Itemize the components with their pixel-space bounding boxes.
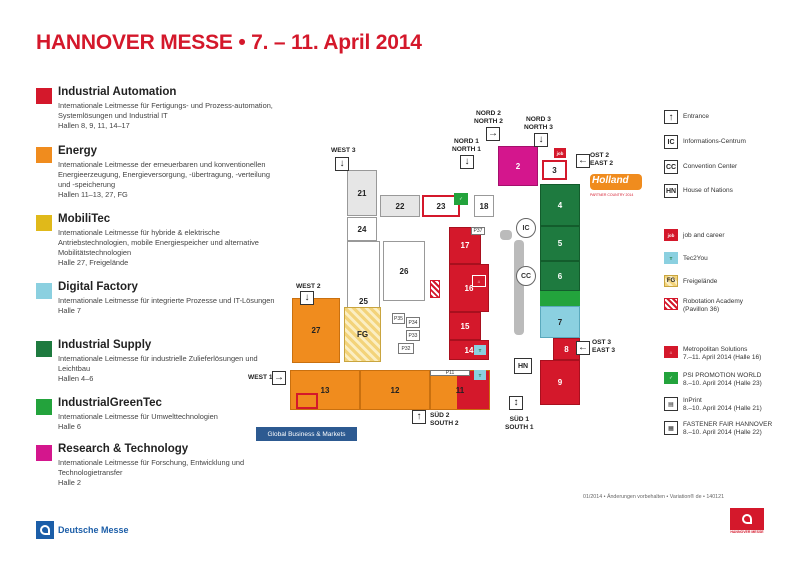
- freigelaende-icon: FG: [664, 275, 678, 287]
- convention-center-icon[interactable]: CC: [516, 266, 536, 286]
- hall-4[interactable]: 4: [540, 184, 580, 226]
- arrow-down-icon: ↓: [534, 133, 548, 147]
- pavilion-p32[interactable]: P32: [398, 343, 414, 354]
- tec2you-icon: T: [664, 252, 678, 264]
- global-business-marker: [296, 393, 318, 409]
- legend-name: Research & Technology: [58, 443, 189, 455]
- psi-promotion-icon: ✓: [664, 372, 678, 384]
- job-career-icon: job: [664, 229, 678, 241]
- hall-16[interactable]: 16: [449, 264, 489, 312]
- hall-22[interactable]: 22: [380, 195, 420, 217]
- metropolitan-solutions-icon: ⌂: [664, 346, 678, 358]
- legend-desc: Internationale Leitmesse für hybride & e…: [58, 228, 259, 267]
- pavilion-p37[interactable]: P37: [471, 227, 485, 235]
- robotation-academy[interactable]: [430, 280, 440, 298]
- deutsche-messe-icon: [36, 521, 54, 539]
- walkway: [500, 230, 512, 240]
- hall-6-greentec: [540, 291, 580, 306]
- legend-desc: Internationale Leitmesse der erneuerbare…: [58, 160, 270, 199]
- deutsche-messe-logo[interactable]: Deutsche Messe: [36, 521, 129, 539]
- hall-7[interactable]: 7: [540, 306, 580, 338]
- hannover-messe-logo[interactable]: HANNOVER MESSE: [730, 508, 764, 538]
- hall-27[interactable]: 27: [292, 298, 340, 363]
- legend-swatch: [36, 445, 52, 461]
- metropolitan-solutions-icon[interactable]: ⌂: [472, 275, 486, 287]
- legend-desc: Internationale Leitmesse für Forschung, …: [58, 458, 245, 487]
- pavilion-p33[interactable]: P33: [406, 330, 420, 341]
- hall-18[interactable]: 18: [474, 195, 494, 217]
- legend-swatch: [36, 88, 52, 104]
- legend-name: Energy: [58, 145, 97, 157]
- arrow-down-icon: ↓: [460, 155, 474, 169]
- job-career-icon[interactable]: job: [554, 148, 566, 158]
- arrow-right-icon: →: [486, 127, 500, 141]
- hall-6[interactable]: 6: [540, 261, 580, 291]
- legend-desc: Internationale Leitmesse für industriell…: [58, 354, 258, 383]
- hn-icon: HN: [664, 184, 678, 198]
- hall-26[interactable]: 26: [383, 241, 425, 301]
- ic-icon: IC: [664, 135, 678, 149]
- pavilion-p35[interactable]: P35: [392, 313, 405, 324]
- hall-2[interactable]: 2: [498, 146, 538, 186]
- legend-swatch: [36, 283, 52, 299]
- cc-icon: CC: [664, 160, 678, 174]
- hall-5[interactable]: 5: [540, 226, 580, 261]
- pavilion-p34[interactable]: P34: [406, 317, 420, 328]
- hall-3[interactable]: 3: [542, 160, 567, 180]
- legend-desc: Internationale Leitmesse für Umwelttechn…: [58, 412, 218, 431]
- walkway: [514, 240, 524, 335]
- house-of-nations-icon[interactable]: HN: [514, 358, 532, 374]
- hall-21[interactable]: 21: [347, 170, 377, 216]
- tec2you-icon[interactable]: T: [474, 345, 486, 355]
- hall-9[interactable]: 9: [540, 360, 580, 405]
- page-title: HANNOVER MESSE • 7. – 11. April 2014: [36, 31, 422, 54]
- inprint-icon: ▤: [664, 397, 678, 411]
- legend-name: Digital Factory: [58, 281, 138, 293]
- legend-swatch: [36, 341, 52, 357]
- hall-23[interactable]: 23: [422, 195, 460, 217]
- arrow-left-icon: ←: [576, 154, 590, 168]
- legend-name: Industrial Supply: [58, 339, 152, 351]
- robotation-icon: [664, 298, 678, 310]
- informations-centrum-icon[interactable]: IC: [516, 218, 536, 238]
- global-business-label[interactable]: Global Business & Markets: [256, 427, 357, 441]
- legend-swatch: [36, 399, 52, 415]
- legend-desc: Internationale Leitmesse für integrierte…: [58, 296, 275, 315]
- hall-12[interactable]: 12: [360, 370, 430, 410]
- hall-24[interactable]: 24: [347, 217, 377, 241]
- arrow-up-icon: ↑: [412, 410, 426, 424]
- legend-swatch: [36, 215, 52, 231]
- legend-desc: Internationale Leitmesse für Fertigungs-…: [58, 101, 273, 130]
- hall-15[interactable]: 15: [449, 312, 481, 340]
- tec2you-icon[interactable]: T: [474, 370, 486, 380]
- hall-fg[interactable]: FG: [344, 307, 381, 362]
- hall-13[interactable]: 13: [290, 370, 360, 410]
- arrow-updown-icon: ↕: [509, 396, 523, 410]
- psi-promotion-icon[interactable]: ✓: [454, 193, 468, 205]
- holland-partner-country-logo: Holland PARTNER COUNTRY 2014: [590, 174, 642, 204]
- footer-note: 01/2014 • Änderungen vorbehalten • Varia…: [583, 494, 725, 500]
- arrow-down-icon: ↓: [335, 157, 349, 171]
- entrance-icon: ↑: [664, 110, 678, 124]
- fastener-fair-icon: ▦: [664, 421, 678, 435]
- arrow-down-icon: ↓: [300, 291, 314, 305]
- arrow-right-icon: →: [272, 371, 286, 385]
- arrow-left-icon: ←: [576, 341, 590, 355]
- pavilion-p11[interactable]: P11: [430, 370, 470, 376]
- legend-swatch: [36, 147, 52, 163]
- legend-name: Industrial Automation: [58, 86, 177, 98]
- legend-name: IndustrialGreenTec: [58, 397, 162, 409]
- legend-name: MobiliTec: [58, 213, 111, 225]
